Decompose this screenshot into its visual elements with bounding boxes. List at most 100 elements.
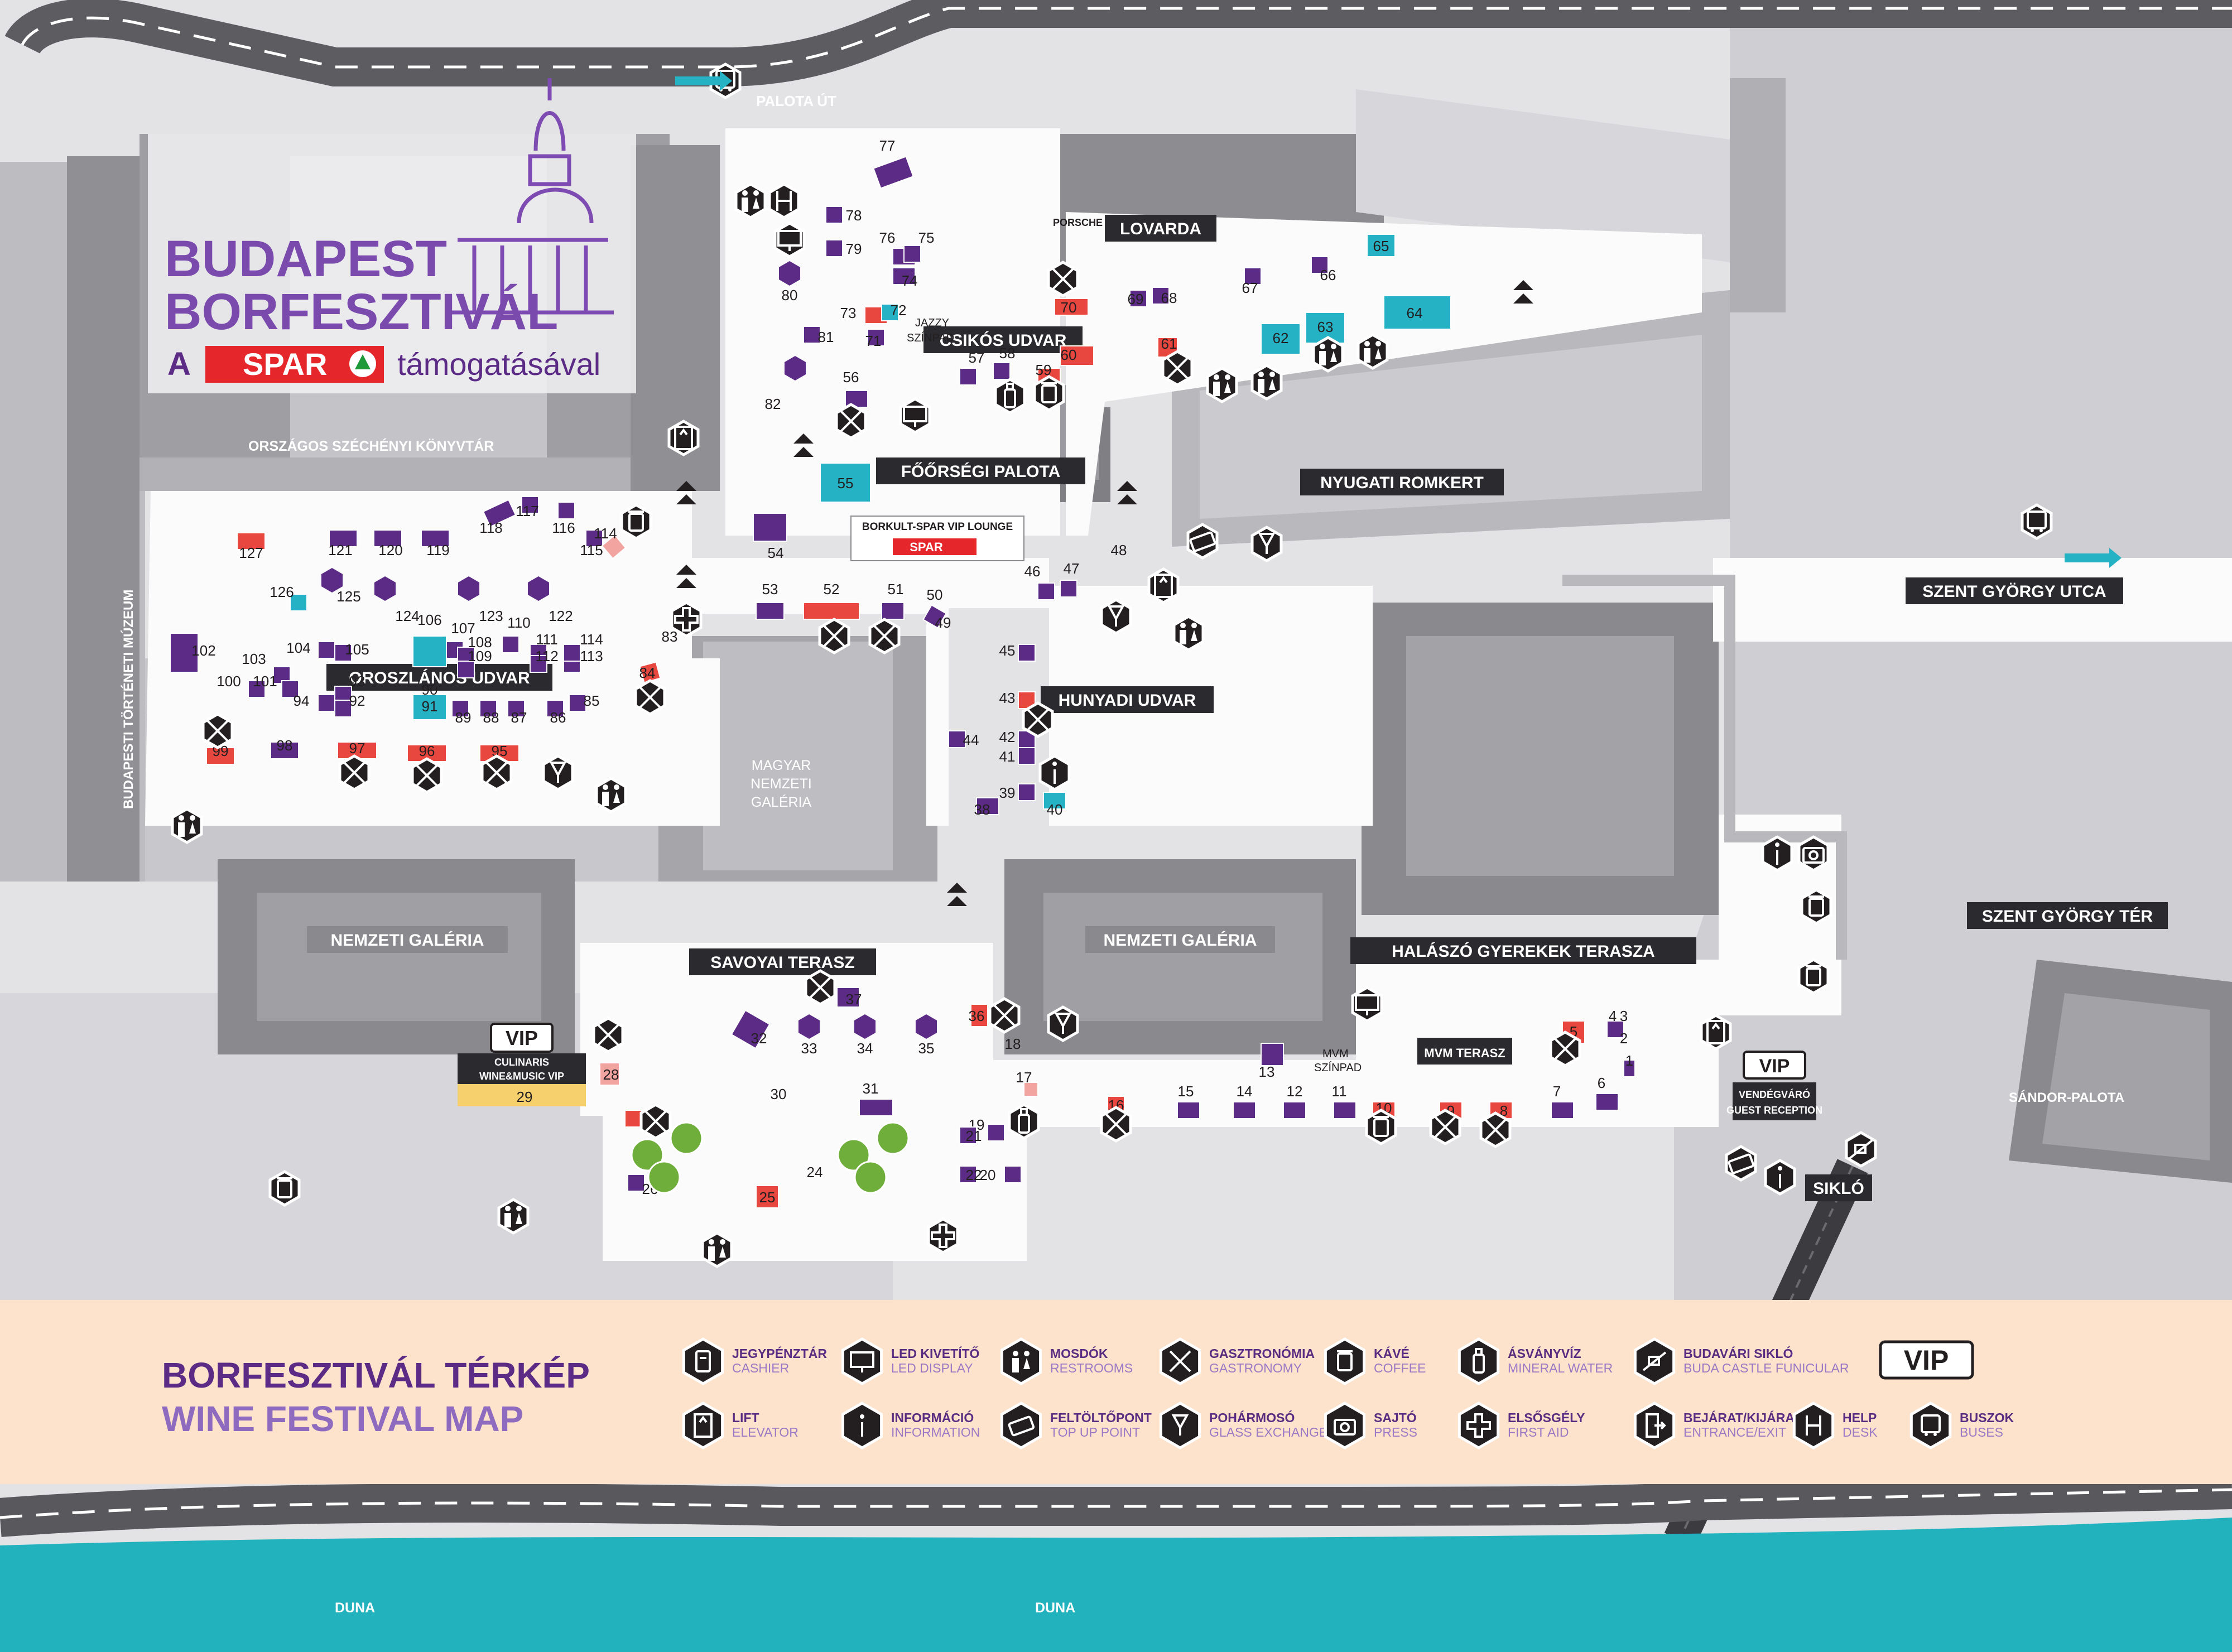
- svg-text:INFORMÁCIÓ: INFORMÁCIÓ: [891, 1410, 974, 1425]
- legend-title-hu: BORFESZTIVÁL TÉRKÉP: [162, 1355, 590, 1395]
- stand-103: 103: [242, 651, 291, 684]
- stand-55: 55: [820, 463, 871, 503]
- stand-91: 91: [422, 698, 438, 715]
- svg-text:63: 63: [1317, 319, 1334, 335]
- stand-40: 40: [1043, 792, 1066, 818]
- stand-2: 2: [1620, 1030, 1628, 1047]
- svg-text:11: 11: [1332, 1083, 1347, 1100]
- stand-125: 125: [321, 568, 361, 605]
- szechenyi-konyvtar-label: ORSZÁGOS SZÉCHÉNYI KÖNYVTÁR: [248, 438, 494, 454]
- stand-114b: 114: [563, 631, 603, 662]
- svg-text:80: 80: [782, 287, 798, 304]
- svg-text:52: 52: [824, 581, 840, 598]
- stand-44: 44: [948, 730, 979, 748]
- gastronomy-icon: [480, 754, 513, 791]
- svg-text:SAVOYAI TERASZ: SAVOYAI TERASZ: [710, 953, 854, 972]
- stand-67: 67: [1242, 267, 1262, 296]
- stand-53: 53: [756, 581, 785, 620]
- svg-text:BORKULT-SPAR VIP LOUNGE: BORKULT-SPAR VIP LOUNGE: [862, 521, 1013, 533]
- led-display-icon: [1351, 986, 1383, 1023]
- svg-text:FŐŐRSÉGI PALOTA: FŐŐRSÉGI PALOTA: [901, 462, 1061, 481]
- area-oroszlanos-udvar: OROSZLÁNOS UDVAR: [326, 664, 552, 691]
- stand-34: 34: [854, 1014, 876, 1057]
- stand-20: 20: [980, 1165, 1022, 1183]
- svg-text:53: 53: [762, 581, 778, 598]
- svg-text:36: 36: [969, 1008, 985, 1024]
- stand-110: 110: [502, 614, 531, 653]
- svg-text:123: 123: [479, 608, 503, 624]
- stand-86: 86: [546, 700, 566, 726]
- area-nemzeti-galeria-2: NEMZETI GALÉRIA: [1085, 926, 1275, 953]
- stand-13: 13: [1259, 1043, 1284, 1080]
- stand-64: 64: [1383, 295, 1451, 330]
- svg-text:107: 107: [451, 620, 475, 637]
- entrance-exit-icon: [1117, 481, 1137, 504]
- stand-65: 65: [1367, 234, 1396, 257]
- buses-icon: [1909, 1401, 1952, 1449]
- area-savoyai-terasz: SAVOYAI TERASZ: [689, 948, 876, 975]
- svg-text:14: 14: [1237, 1083, 1253, 1100]
- stand-89: 89: [451, 700, 471, 726]
- glass-exchange-icon: [1159, 1401, 1201, 1449]
- stand-85: 85: [569, 692, 599, 712]
- area-lovarda: LOVARDA: [1105, 215, 1216, 242]
- palota-ut-label: PALOTA ÚT: [756, 93, 836, 109]
- svg-text:HELP: HELP: [1843, 1410, 1877, 1425]
- stand-122: 122: [527, 576, 573, 624]
- svg-text:110: 110: [507, 614, 530, 631]
- stand-1: 1: [1623, 1052, 1635, 1077]
- legend: BORFESZTIVÁL TÉRKÉP WINE FESTIVAL MAP: [0, 1300, 2232, 1484]
- gastronomy-icon: [804, 969, 836, 1006]
- stand-102: 102: [170, 633, 216, 673]
- restrooms-icon: [1356, 333, 1389, 370]
- restrooms-icon: [497, 1198, 530, 1235]
- svg-text:127: 127: [239, 545, 263, 561]
- svg-text:118: 118: [479, 519, 502, 536]
- stand-81: 81: [803, 326, 834, 345]
- gastronomy-icon: [818, 618, 850, 654]
- restrooms-icon: [1000, 1337, 1042, 1385]
- gastronomy-icon: [1100, 1106, 1132, 1143]
- svg-text:PRESS: PRESS: [1374, 1425, 1417, 1439]
- svg-text:12: 12: [1287, 1083, 1303, 1100]
- first-aid-icon: [1457, 1401, 1500, 1449]
- stand-74: 74: [892, 267, 917, 289]
- svg-text:DESK: DESK: [1843, 1425, 1878, 1439]
- svg-text:114: 114: [580, 631, 603, 648]
- stand-92: 92: [334, 692, 365, 717]
- svg-text:116: 116: [552, 519, 575, 536]
- svg-text:BUDA CASTLE FUNICULAR: BUDA CASTLE FUNICULAR: [1683, 1361, 1849, 1375]
- svg-text:69: 69: [1128, 291, 1144, 307]
- stand-49: 49: [935, 614, 951, 631]
- map-labels: PALOTA ÚT ORSZÁGOS SZÉCHÉNYI KÖNYVTÁR BU…: [121, 93, 2124, 1616]
- svg-text:113: 113: [580, 648, 603, 664]
- help-desk-icon: [768, 182, 800, 219]
- title-line1: BUDAPEST: [165, 230, 447, 287]
- svg-text:33: 33: [801, 1040, 817, 1057]
- stand-39: 39: [999, 783, 1036, 801]
- svg-text:VIP: VIP: [1904, 1345, 1949, 1376]
- svg-text:62: 62: [1273, 330, 1289, 346]
- stand-58: 58: [993, 345, 1015, 380]
- elevator-icon: [667, 420, 700, 456]
- svg-text:CSIKÓS UDVAR: CSIKÓS UDVAR: [940, 331, 1067, 350]
- stand-96: 96: [407, 743, 447, 762]
- sponsor-prefix: A: [167, 346, 191, 382]
- svg-text:66: 66: [1320, 267, 1336, 283]
- stand-22: 22: [959, 1165, 982, 1183]
- svg-text:64: 64: [1407, 305, 1423, 321]
- led-display-icon: [773, 221, 806, 258]
- gastronomy-icon: [1429, 1109, 1461, 1145]
- elevator-icon: [1147, 567, 1180, 604]
- stand-117: 117: [516, 496, 539, 519]
- stand-88: 88: [479, 700, 499, 726]
- svg-text:88: 88: [483, 709, 499, 726]
- svg-text:39: 39: [999, 784, 1016, 801]
- svg-text:ENTRANCE/EXIT: ENTRANCE/EXIT: [1683, 1425, 1786, 1439]
- svg-text:122: 122: [549, 608, 573, 624]
- svg-text:91: 91: [422, 698, 438, 715]
- svg-text:15: 15: [1178, 1083, 1194, 1100]
